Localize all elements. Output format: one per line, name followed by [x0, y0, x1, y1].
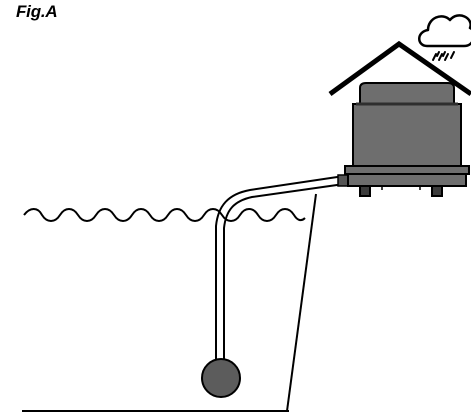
roof-icon — [328, 40, 471, 97]
water-surface — [23, 208, 306, 222]
figure-label: Fig.A — [16, 2, 58, 21]
diffuser-weight — [201, 358, 241, 398]
air-hose — [215, 175, 345, 362]
rain-cloud-icon — [418, 14, 471, 61]
hose-connector — [337, 174, 349, 187]
pond-bank — [286, 193, 317, 412]
air-pump — [344, 82, 470, 197]
